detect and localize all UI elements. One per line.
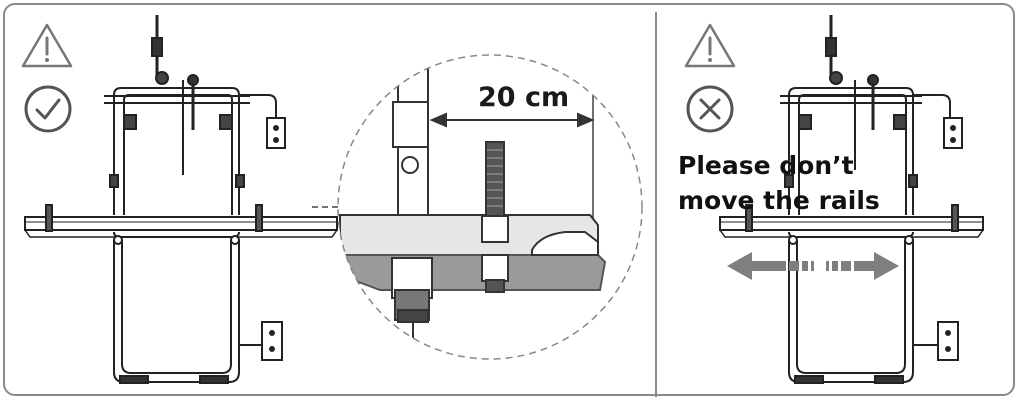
measurement-arrow bbox=[429, 112, 595, 128]
diagram-frame bbox=[3, 3, 1015, 396]
warning-triangle-icon bbox=[21, 23, 73, 68]
detail-magnifier bbox=[337, 54, 643, 360]
warning-message-line2: move the rails bbox=[678, 186, 880, 215]
panel-divider bbox=[655, 12, 657, 397]
warning-triangle-icon bbox=[684, 23, 736, 68]
bike-rack-drawing-right bbox=[719, 15, 984, 384]
measurement-label: 20 cm bbox=[478, 82, 570, 113]
x-circle-icon bbox=[686, 85, 734, 133]
bike-rack-drawing-left bbox=[24, 15, 338, 384]
warning-message-line1: Please don’t bbox=[678, 151, 854, 180]
right-panel bbox=[684, 15, 984, 384]
check-circle-icon bbox=[24, 85, 72, 133]
double-arrow-icon bbox=[727, 252, 899, 280]
warning-message: Please don’t move the rails bbox=[678, 148, 880, 218]
left-panel bbox=[21, 15, 342, 384]
